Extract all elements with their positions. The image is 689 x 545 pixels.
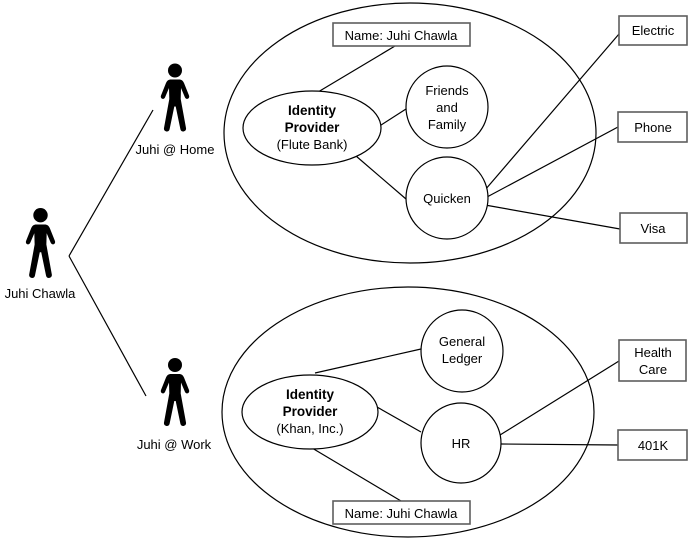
work-realm-ellipse bbox=[221, 286, 595, 538]
friends-family-line1: Friends bbox=[425, 83, 469, 98]
connector-namebox-idp-home bbox=[312, 45, 396, 96]
connector-quicken-electric bbox=[484, 33, 620, 191]
phone-box bbox=[617, 111, 688, 143]
friends-family-line2: and bbox=[436, 100, 458, 115]
hr-label: HR bbox=[452, 436, 471, 451]
home-realm-ellipse bbox=[223, 2, 597, 264]
idp-work-line3: (Khan, Inc.) bbox=[276, 421, 343, 436]
idp-home-line2: Provider bbox=[285, 120, 341, 135]
person-label-home: Juhi @ Home bbox=[136, 142, 215, 157]
general-ledger-line1: General bbox=[439, 334, 485, 349]
friends-family-line3: Family bbox=[428, 117, 467, 132]
visa-label: Visa bbox=[640, 221, 666, 236]
connector-hr-401k bbox=[500, 443, 619, 446]
quicken-label: Quicken bbox=[423, 191, 471, 206]
friends-family-circle bbox=[405, 65, 489, 149]
general-ledger-circle bbox=[420, 309, 504, 393]
connector-person-home bbox=[68, 109, 154, 257]
name-box-work bbox=[332, 500, 471, 525]
connector-idp-quicken bbox=[355, 155, 407, 200]
connector-quicken-visa bbox=[484, 204, 621, 230]
name-box-home bbox=[332, 22, 471, 47]
person-icon-home bbox=[160, 63, 190, 132]
idp-home-line3: (Flute Bank) bbox=[277, 137, 348, 152]
idp-home-line1: Identity bbox=[288, 103, 336, 118]
idp-home-ellipse bbox=[242, 90, 382, 166]
person-icon-work bbox=[160, 358, 190, 427]
name-box-work-label: Name: Juhi Chawla bbox=[345, 506, 458, 521]
person-label-work: Juhi @ Work bbox=[137, 437, 212, 452]
connector-quicken-phone bbox=[486, 126, 619, 198]
idp-work-line1: Identity bbox=[286, 387, 334, 402]
electric-label: Electric bbox=[632, 23, 675, 38]
quicken-circle bbox=[405, 156, 489, 240]
person-label-main: Juhi Chawla bbox=[5, 286, 77, 301]
name-box-home-label: Name: Juhi Chawla bbox=[345, 28, 458, 43]
visa-box bbox=[619, 212, 688, 244]
idp-work-line2: Provider bbox=[283, 404, 339, 419]
k401-box bbox=[617, 429, 688, 461]
connector-idp-namebox-work bbox=[311, 447, 402, 502]
health-care-box bbox=[618, 339, 687, 382]
connector-hr-healthcare bbox=[499, 360, 620, 436]
health-care-line2: Care bbox=[639, 362, 667, 377]
idp-work-ellipse bbox=[241, 374, 379, 450]
general-ledger-line2: Ledger bbox=[442, 351, 483, 366]
connector-person-work bbox=[68, 255, 147, 397]
k401-label: 401K bbox=[638, 438, 669, 453]
phone-label: Phone bbox=[634, 120, 672, 135]
person-icon-main bbox=[25, 208, 56, 278]
connector-idp-friendsfamily bbox=[377, 108, 407, 128]
health-care-line1: Health bbox=[634, 345, 672, 360]
electric-box bbox=[618, 15, 688, 46]
connector-idp-generalledger bbox=[314, 348, 422, 374]
connector-idp-hr bbox=[376, 406, 422, 433]
hr-circle bbox=[420, 402, 502, 484]
